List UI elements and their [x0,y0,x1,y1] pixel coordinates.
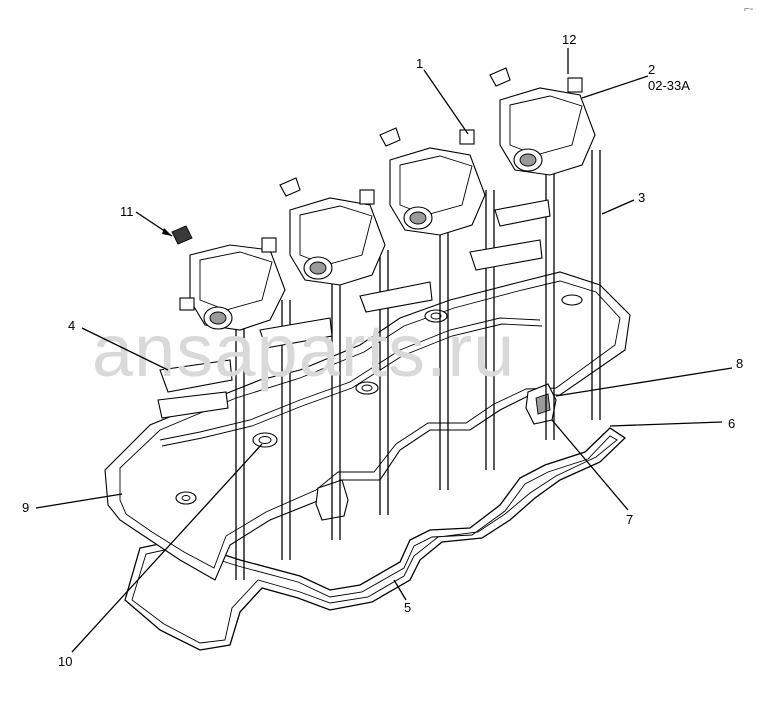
carrier-brackets [157,199,551,419]
retainer-clip [171,225,193,245]
callout-8: 8 [736,356,743,371]
callout-3: 3 [638,190,645,205]
callout-11: 11 [120,204,134,219]
callout-7: 7 [626,512,633,527]
callout-12: 12 [562,32,576,47]
callout-10: 10 [58,654,72,669]
rocker-arm-assembly-2 [279,177,386,286]
watermark-text: ansaparts.ru [92,309,515,392]
callout-9: 9 [22,500,29,515]
callout-6: 6 [728,416,735,431]
rocker-arm-assembly-4 [489,67,596,176]
callout-4: 4 [68,318,75,333]
corner-mark: ⌐- [744,4,753,15]
callout-2: 2 [648,62,655,77]
rocker-arm-assembly-1 [179,237,286,331]
valve-cover-gasket [124,427,627,651]
callout-5: 5 [404,600,411,615]
figure-code: 02-33A [648,78,690,93]
rocker-arm-assembly-3 [379,127,486,236]
pushrods [235,150,601,580]
leader-lines [35,48,733,653]
callout-1: 1 [416,56,423,71]
